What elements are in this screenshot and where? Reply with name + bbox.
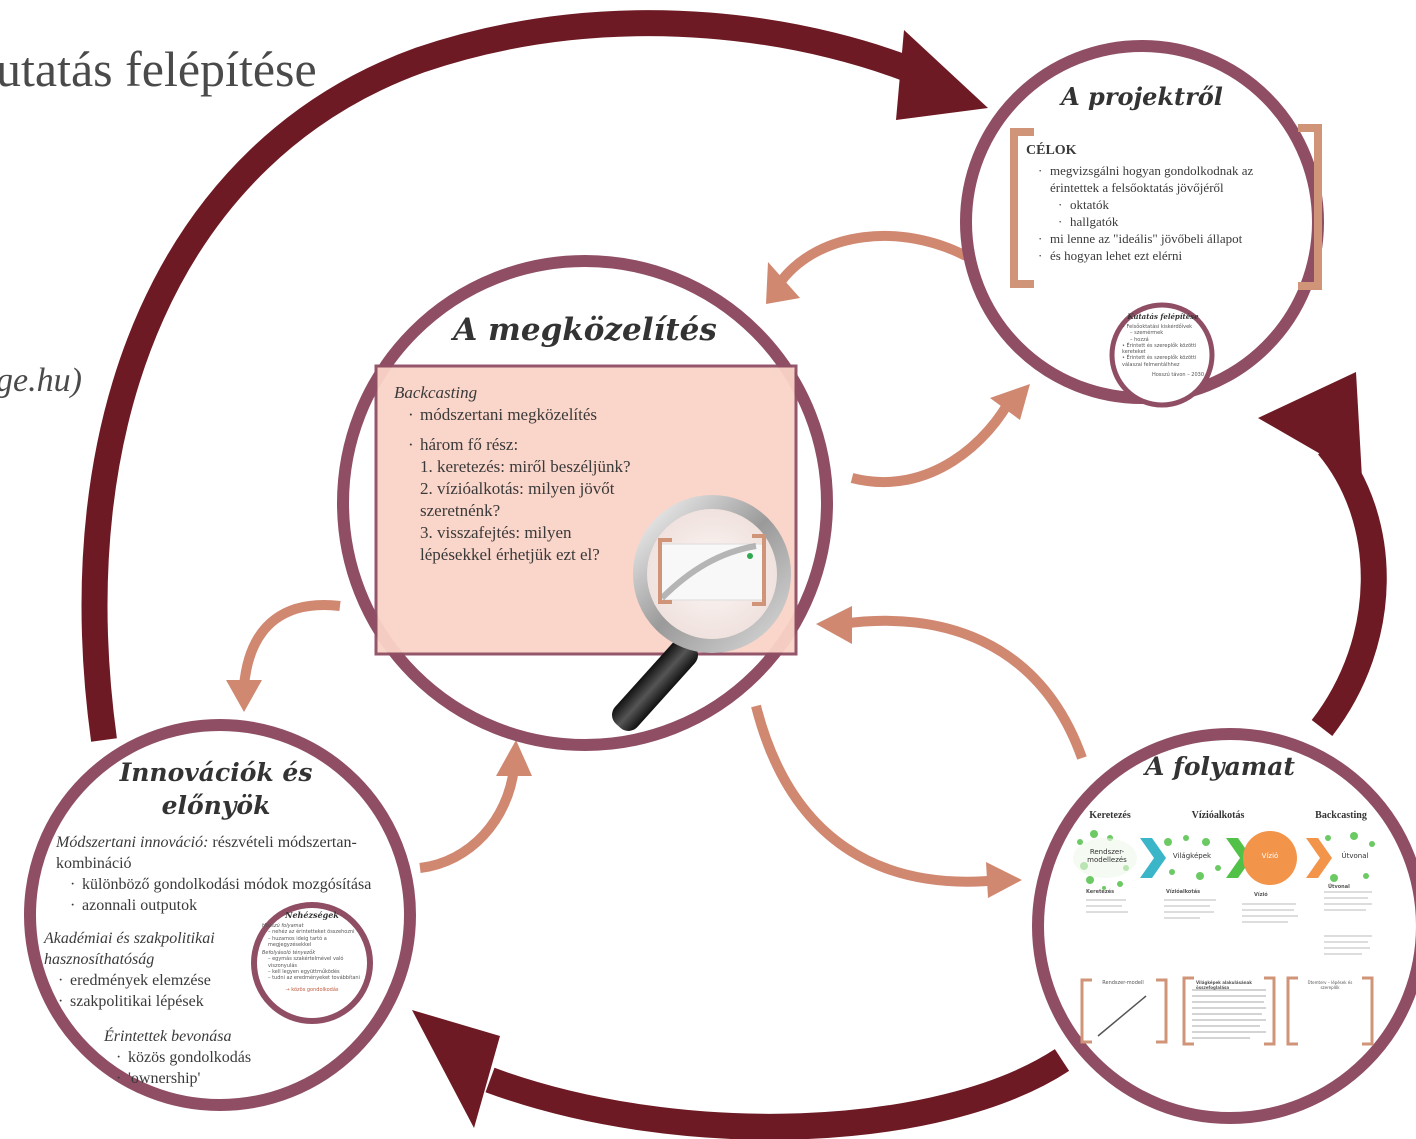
folyamat-title: A folyamat	[1145, 752, 1295, 781]
innov-p1-item: azonnali outputok	[68, 895, 406, 916]
folyamat-col-header: Backcasting	[1315, 810, 1367, 821]
salmon-arrow-innov-to-megk	[419, 767, 519, 873]
dark-arrowhead-bottom	[412, 1010, 500, 1128]
megk-title: A megközelítés	[453, 312, 717, 348]
innov-title: Innovációk és előnyök	[96, 756, 336, 822]
inner-arrows	[239, 230, 1087, 887]
innov-title-line: előnyök	[161, 791, 271, 820]
innov-mini-lines: Hosszú folyamat – nehéz az érintetteket …	[262, 923, 362, 981]
innov-p3: Érintettek bevonása közös gondolkodás 'o…	[104, 1026, 284, 1089]
megk-step: 1. keretezés: miről beszéljünk?	[420, 457, 631, 476]
megk-backcasting: Backcasting	[394, 383, 478, 402]
folyamat-diagram	[1073, 830, 1375, 1046]
mini-line: • Felsőoktatási kiskérdőívek	[1122, 324, 1193, 330]
innov-p1-label: Módszertani innováció:	[56, 834, 209, 851]
folyamat-text-header: Keretezés	[1086, 889, 1115, 895]
innov-p3-item: 'ownership'	[114, 1068, 284, 1089]
megk-bullet: három fő rész:	[406, 434, 644, 456]
folyamat-bottom-header: Ütemterv – lépések és szereplők	[1307, 980, 1353, 990]
salmon-arrowhead-1	[766, 262, 800, 304]
mini-line: – egymás szakértelmével való viszonyulás	[268, 956, 344, 969]
innov-p1-item: különböző gondolkodási módok mozgósítása	[68, 874, 406, 895]
dark-arrow-right	[1311, 437, 1387, 736]
salmon-arrow-megk-to-projekt	[850, 393, 1017, 488]
innov-title-line: Innovációk és	[119, 758, 313, 787]
salmon-arrowhead-6	[816, 606, 852, 644]
innov-body: Módszertani innováció: részvételi módsze…	[56, 832, 406, 916]
innov-p2-label: Akadémiai és szakpolitikai hasznosítható…	[44, 930, 215, 968]
folyamat-text-header: Útvonal	[1328, 884, 1350, 890]
megk-step: 2. vízióalkotás: milyen jövőt szeretnénk…	[420, 479, 615, 520]
salmon-arrow-folyamat-to-megk	[841, 615, 1087, 760]
folyamat-bottom-header: Világképek alakulásának összefoglalása	[1196, 980, 1252, 990]
vizio-circle	[1243, 831, 1297, 885]
folyamat-col-header: Keretezés	[1089, 810, 1131, 821]
innov-p2: Akadémiai és szakpolitikai hasznosítható…	[44, 928, 244, 1012]
dark-arrowhead-top	[896, 30, 988, 120]
folyamat-text-header: Vízióalkotás	[1166, 889, 1201, 895]
mini-line: – nehéz az érintetteket összehozni	[268, 929, 355, 936]
salmon-arrow-megk-to-folyamat	[751, 704, 1001, 887]
salmon-arrowhead-3	[226, 680, 262, 712]
chevron-orange	[1306, 838, 1332, 878]
ring-folyamat	[1032, 728, 1416, 1124]
megk-bullet: módszertani megközelítés	[406, 404, 644, 426]
megk-panel-text: Backcasting módszertani megközelítés hár…	[394, 382, 644, 566]
innov-p3-label: Érintettek bevonása	[104, 1028, 232, 1045]
innov-mini-title: Nehézségek	[285, 910, 339, 920]
outer-arrows	[81, 10, 1387, 1139]
projekt-mini-lines: • Felsőoktatási kiskérdőívek – szemérmek…	[1122, 324, 1204, 368]
folyamat-node-label: Világképek	[1172, 852, 1212, 860]
mini-line: Hosszú folyamat	[262, 923, 304, 929]
projekt-item: mi lenne az "ideális" jövőbeli állapot	[1036, 230, 1286, 247]
salmon-arrow-megk-to-innov	[239, 600, 341, 687]
projekt-mini-content: Kutatás felépítése • Felsőoktatási kiské…	[1122, 312, 1204, 378]
innov-p1-text: részvételi módszertan-kombináció	[56, 834, 357, 872]
salmon-arrowhead-2	[990, 384, 1030, 420]
projekt-item: megvizsgálni hogyan gondolkodnak az érin…	[1036, 162, 1286, 196]
dark-arrow-top	[81, 10, 936, 742]
projekt-item: és hogyan lehet ezt elérni	[1036, 247, 1286, 264]
projekt-body: CÉLOK megvizsgálni hogyan gondolkodnak a…	[1026, 142, 1286, 264]
projekt-brackets	[1010, 124, 1322, 290]
mini-line: – tudni az eredményeket továbbítani	[268, 975, 360, 981]
projekt-heading: CÉLOK	[1026, 143, 1077, 158]
page-title: utatás felépítése	[0, 41, 317, 97]
projekt-subitem: oktatók	[1056, 196, 1286, 213]
salmon-arrow-projekt-to-megk	[778, 230, 969, 284]
innov-mini-content: Nehézségek Hosszú folyamat – nehéz az ér…	[262, 910, 362, 994]
salmon-arrowhead-5	[986, 862, 1022, 898]
mini-line: – hozzá	[1130, 336, 1149, 343]
dark-arrow-bottom	[485, 1049, 1070, 1139]
folyamat-col-header: Vízióalkotás	[1191, 810, 1245, 821]
left-fragment-text: ge.hu)	[0, 362, 82, 399]
salmon-arrowhead-4	[496, 740, 532, 776]
megk-step: 3. visszafejtés: milyen lépésekkel érhet…	[420, 523, 600, 564]
projekt-mini-footer: Hosszú távon – 2030	[1151, 371, 1204, 378]
mini-line: – huzamos ideig tartó a megjegyzésekkel	[268, 935, 327, 948]
innov-p2-item: eredmények elemzése	[56, 970, 256, 991]
mini-line: válaszai felmentálhhez	[1122, 361, 1180, 368]
mini-line: • Érintett és szereplők közötti	[1122, 355, 1197, 362]
innov-mini-footer: → közös gondolkodás	[285, 987, 339, 994]
chevron-teal	[1140, 838, 1166, 878]
innov-p2-item: szakpolitikai lépések	[56, 991, 256, 1012]
mini-line: – kell legyen együttműködés	[268, 968, 340, 975]
folyamat-node-label: Vízió	[1261, 852, 1279, 860]
mini-line: Befolyásoló tényezők	[262, 950, 316, 956]
projekt-title: A projektről	[1061, 82, 1223, 111]
folyamat-bottom-header: Rendszer-modell	[1102, 980, 1144, 986]
projekt-mini-circle	[1109, 302, 1215, 408]
dark-arrowhead-right	[1258, 372, 1362, 478]
folyamat-node-label: Rendszer-modellezés	[1087, 848, 1127, 864]
projekt-subitem: hallgatók	[1056, 213, 1286, 230]
mini-line: • Érintett és szereplők közötti	[1122, 342, 1197, 349]
folyamat-node-label: Útvonal	[1341, 852, 1369, 860]
folyamat-text-header: Vízió	[1254, 892, 1268, 898]
magnifier-icon	[611, 495, 791, 731]
innov-p3-item: közös gondolkodás	[114, 1047, 284, 1068]
projekt-mini-title: Kutatás felépítése	[1127, 312, 1199, 321]
mini-line: kereteket	[1122, 349, 1146, 355]
mini-line: – szemérmek	[1130, 330, 1164, 337]
